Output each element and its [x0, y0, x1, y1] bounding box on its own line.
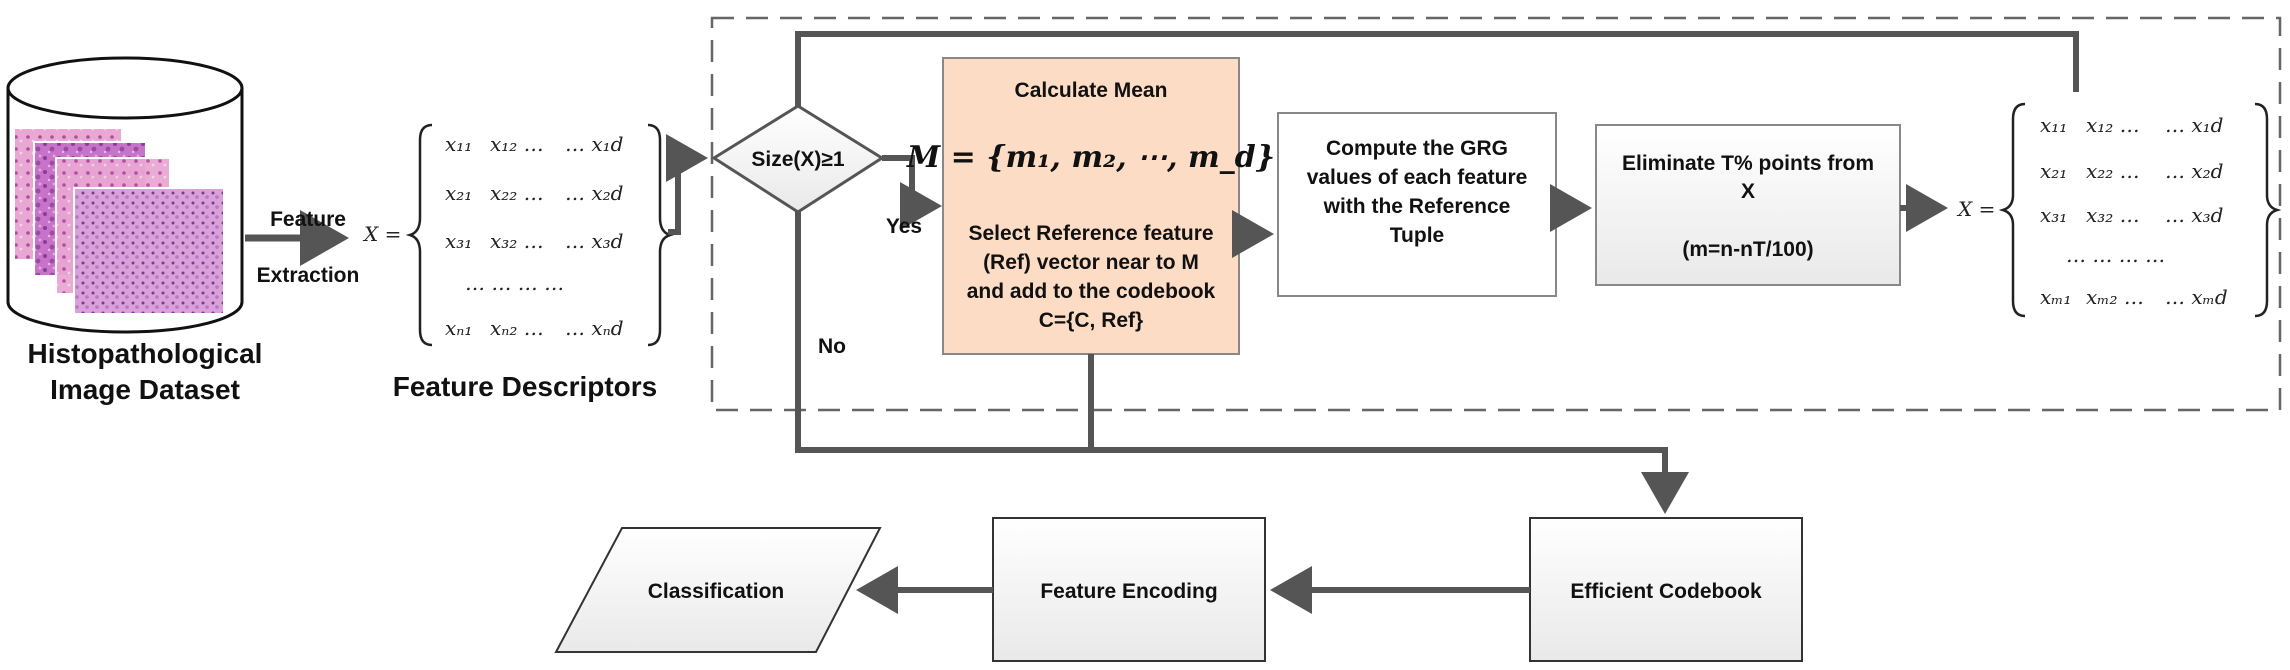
efficient-codebook-box [1529, 517, 1803, 662]
mean-formula: M = {m₁, m₂, ⋯, m_d} [906, 140, 1275, 175]
reduced-matrix-cell: x₃₁ [2040, 203, 2067, 227]
feature-encoding-label: Feature Encoding [1040, 580, 1217, 603]
matrix-cell: x₂₁ [445, 181, 472, 205]
feature-extraction-line2: Extraction [257, 264, 360, 287]
matrix-cell: x₃₂ … [490, 229, 544, 253]
reduced-matrix-cell: x₁₁ [2040, 113, 2067, 137]
yes-label: Yes [886, 215, 922, 238]
grg-line1: Compute the GRG [1326, 137, 1508, 160]
reduced-matrix-cell: … x₁d [2165, 113, 2223, 137]
reduced-matrix-cell: … xₘd [2165, 285, 2228, 309]
reduced-matrix-cell: x₂₂ … [2086, 159, 2140, 183]
matrix-cell: x₃₁ [445, 229, 472, 253]
feature-extraction-line1: Feature [270, 208, 346, 231]
reduced-matrix-cell: … x₃d [2165, 203, 2223, 227]
reduced-matrix-right-brace [2254, 102, 2282, 318]
reduced-matrix-left-brace [1998, 102, 2026, 318]
matrix-cell: xₙ₂ … [490, 316, 544, 340]
matrix-cell: … x₃d [565, 229, 623, 253]
grg-line4: Tuple [1390, 224, 1444, 247]
matrix-left-brace [405, 123, 433, 347]
decision-label: Size(X)≥1 [751, 148, 845, 171]
reduced-matrix-cell: xₘ₂ … [2086, 285, 2144, 309]
dataset-title-line1: Histopathological [28, 338, 263, 369]
histology-images [13, 127, 225, 315]
dataset-title-line2: Image Dataset [50, 374, 240, 405]
calculate-mean-box [942, 57, 1240, 355]
grg-line2: values of each feature [1307, 166, 1528, 189]
eliminate-box [1595, 124, 1901, 286]
matrix-to-decision-arrow [666, 134, 708, 235]
dataset-cylinder [6, 56, 244, 334]
mean-box-line2: (Ref) vector near to M [983, 251, 1199, 274]
feature-encoding-box [992, 517, 1266, 662]
reduced-matrix-cell: … x₂d [2165, 159, 2223, 183]
grg-line3: with the Reference [1323, 195, 1511, 218]
mean-box-line4: C={C, Ref} [1039, 309, 1143, 332]
feature-descriptors-caption: Feature Descriptors [393, 371, 658, 402]
feature-matrix: X = x₁₁ x₁₂ … … x₁d x₂₁ x₂₂ … … x₂d x₃₁ … [362, 123, 675, 347]
matrix-cell: … … … … [465, 271, 564, 295]
eliminate-line1: Eliminate T% points from [1622, 152, 1874, 175]
reduced-matrix-cell: xₘ₁ [2040, 285, 2072, 309]
reduced-matrix-cell: x₁₂ … [2086, 113, 2140, 137]
efficient-codebook-label: Efficient Codebook [1570, 580, 1762, 603]
reduced-matrix: X = x₁₁ x₁₂ … … x₁d x₂₁ x₂₂ … … x₂d x₃₁ … [1956, 102, 2282, 318]
matrix-cell: … xₙd [565, 316, 624, 340]
matrix-cell: … x₁d [565, 132, 623, 156]
mean-box-line1: Select Reference feature [968, 222, 1213, 245]
grg-box [1277, 112, 1557, 297]
matrix-cell: xₙ₁ [445, 316, 472, 340]
reduced-matrix-cell: x₃₂ … [2086, 203, 2140, 227]
matrix-right-brace [647, 123, 675, 347]
mean-box-line3: and add to the codebook [967, 280, 1216, 303]
matrix-cell: … x₂d [565, 181, 623, 205]
matrix-cell: x₁₂ … [490, 132, 544, 156]
classification-parallelogram [554, 527, 882, 653]
no-label: No [818, 335, 846, 358]
reduced-matrix-lhs: X = [1956, 197, 1995, 221]
matrix-cell: x₂₂ … [490, 181, 544, 205]
reduced-matrix-cell: x₂₁ [2040, 159, 2067, 183]
matrix-lhs: X = [362, 222, 401, 246]
no-path-arrow [795, 212, 1689, 514]
loop-back-line [795, 31, 2079, 106]
yes-arrow [882, 155, 942, 230]
mean-box-title: Calculate Mean [1015, 79, 1168, 102]
classification-label: Classification [648, 580, 785, 603]
codebook-generation-region [710, 16, 2282, 412]
eliminate-line3: (m=n-nT/100) [1682, 238, 1813, 261]
matrix-cell: x₁₁ [445, 132, 472, 156]
eliminate-line2: X [1741, 180, 1755, 203]
reduced-matrix-cell: … … … … [2066, 243, 2165, 267]
